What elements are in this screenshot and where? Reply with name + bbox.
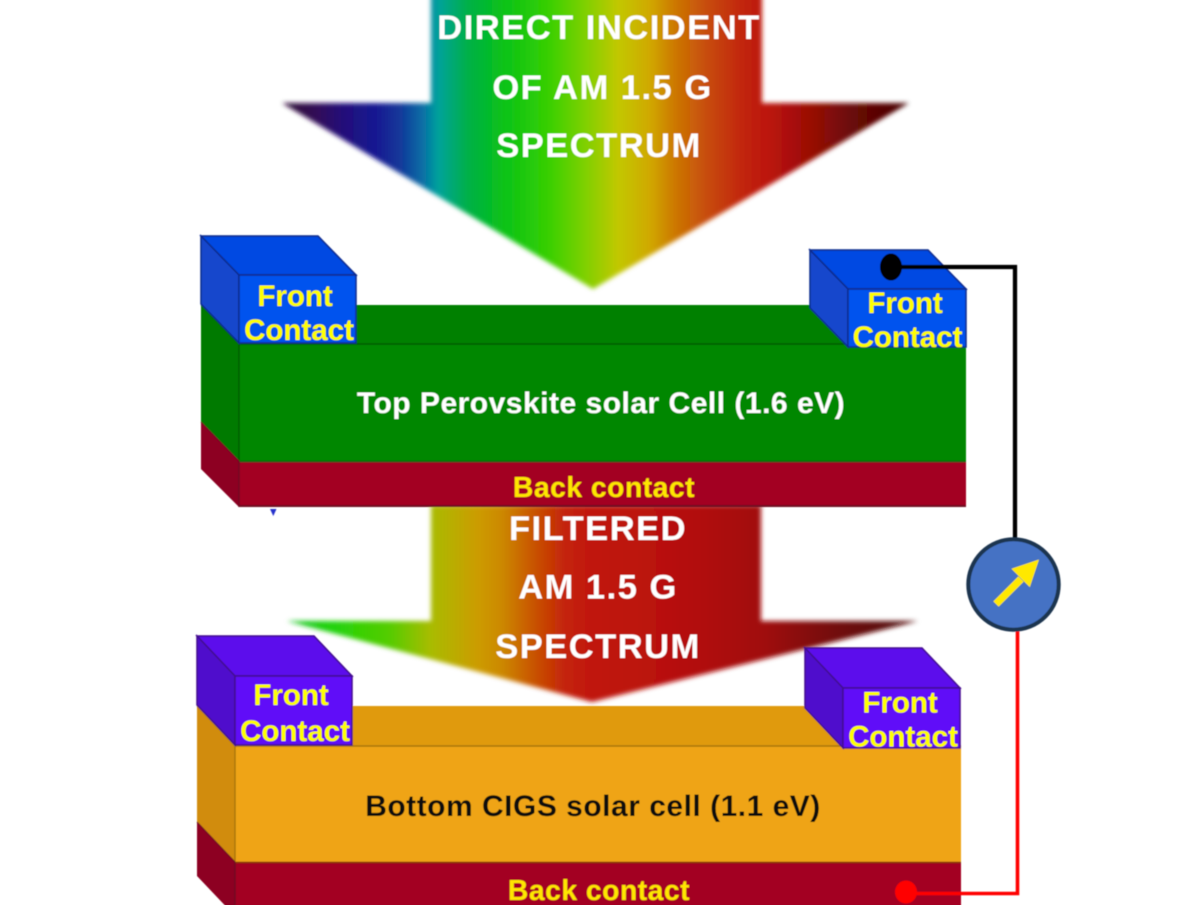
svg-text:Contact: Contact <box>853 321 963 354</box>
svg-text:Top Perovskite solar Cell (1.6: Top Perovskite solar Cell (1.6 eV) <box>357 387 845 420</box>
svg-text:Contact: Contact <box>240 715 350 748</box>
svg-text:Contact: Contact <box>244 314 354 347</box>
svg-text:Front: Front <box>253 679 329 712</box>
svg-text:FILTERED: FILTERED <box>509 510 687 548</box>
svg-text:Front: Front <box>257 280 333 313</box>
svg-text:DIRECT INCIDENT: DIRECT INCIDENT <box>437 9 760 47</box>
svg-text:Front: Front <box>867 287 943 320</box>
svg-text:AM 1.5 G: AM 1.5 G <box>518 569 678 607</box>
svg-text:SPECTRUM: SPECTRUM <box>495 628 701 666</box>
svg-text:Contact: Contact <box>848 721 958 754</box>
svg-text:Front: Front <box>862 687 938 720</box>
svg-text:OF AM 1.5 G: OF AM 1.5 G <box>492 69 712 107</box>
svg-text:SPECTRUM: SPECTRUM <box>496 127 702 165</box>
svg-text:Back contact: Back contact <box>508 874 690 905</box>
svg-text:Bottom CIGS solar cell (1.1 eV: Bottom CIGS solar cell (1.1 eV) <box>365 790 821 823</box>
svg-text:Back contact: Back contact <box>513 471 695 503</box>
